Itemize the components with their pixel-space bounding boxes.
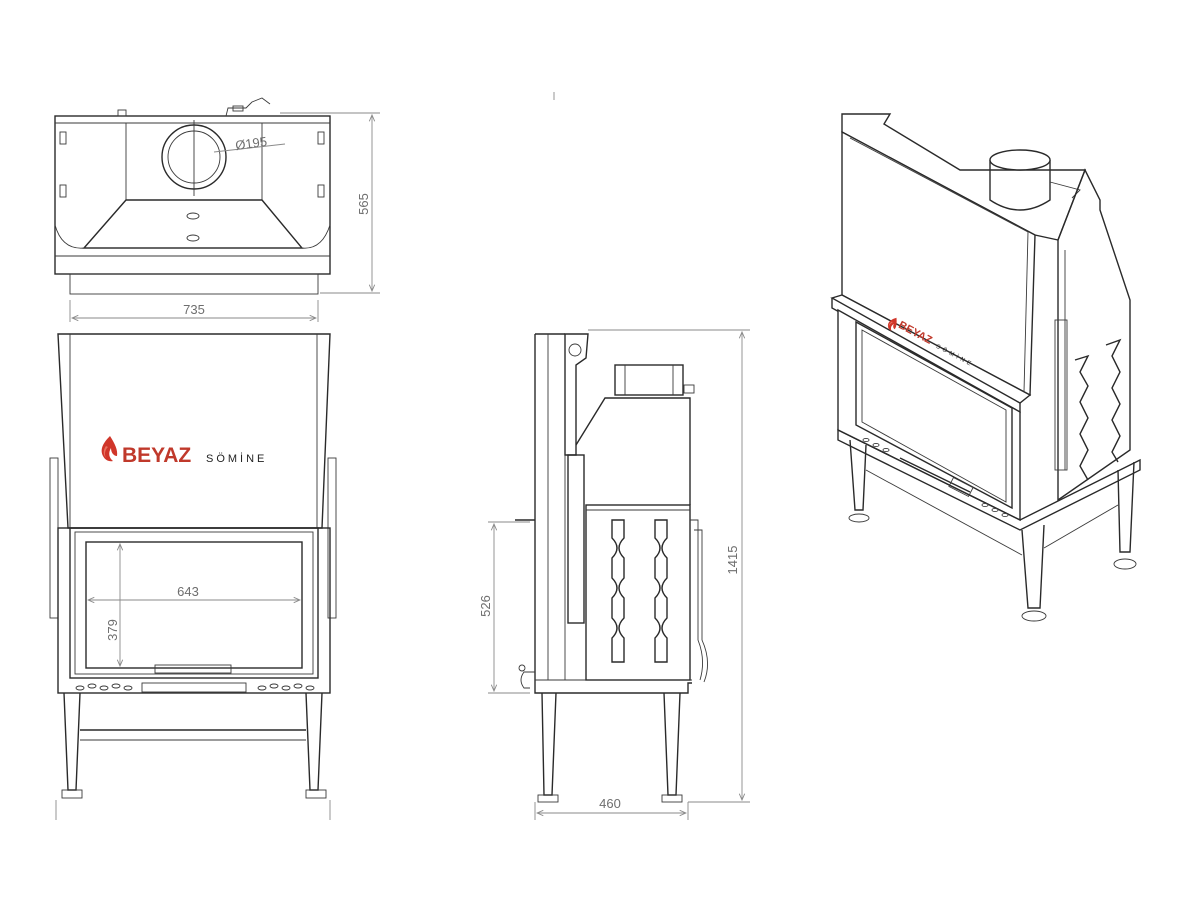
side-view: 460 1415 526 [478, 92, 750, 820]
dim-top-depth: 565 [356, 193, 371, 215]
dim-total-height: 1415 [725, 546, 740, 575]
iso-view: BEYAZ SÖMİNE [830, 113, 1141, 622]
flame-logo-icon [101, 436, 118, 462]
brand-sub-front: SÖMİNE [206, 452, 267, 465]
brand-name-front: BEYAZ [122, 444, 191, 467]
dim-flue-diameter: Ø195 [234, 134, 268, 153]
front-view: 643 379 BEYAZ SÖMİNE [49, 333, 337, 820]
dim-base-height: 526 [478, 595, 493, 617]
dim-glass-height: 379 [105, 619, 120, 641]
dim-side-depth: 460 [599, 796, 621, 811]
dim-glass-width: 643 [177, 584, 199, 599]
dim-top-width: 735 [183, 302, 205, 317]
brand-logo-front: BEYAZ SÖMİNE [101, 436, 267, 467]
top-view: 735 565 Ø195 [54, 97, 380, 322]
